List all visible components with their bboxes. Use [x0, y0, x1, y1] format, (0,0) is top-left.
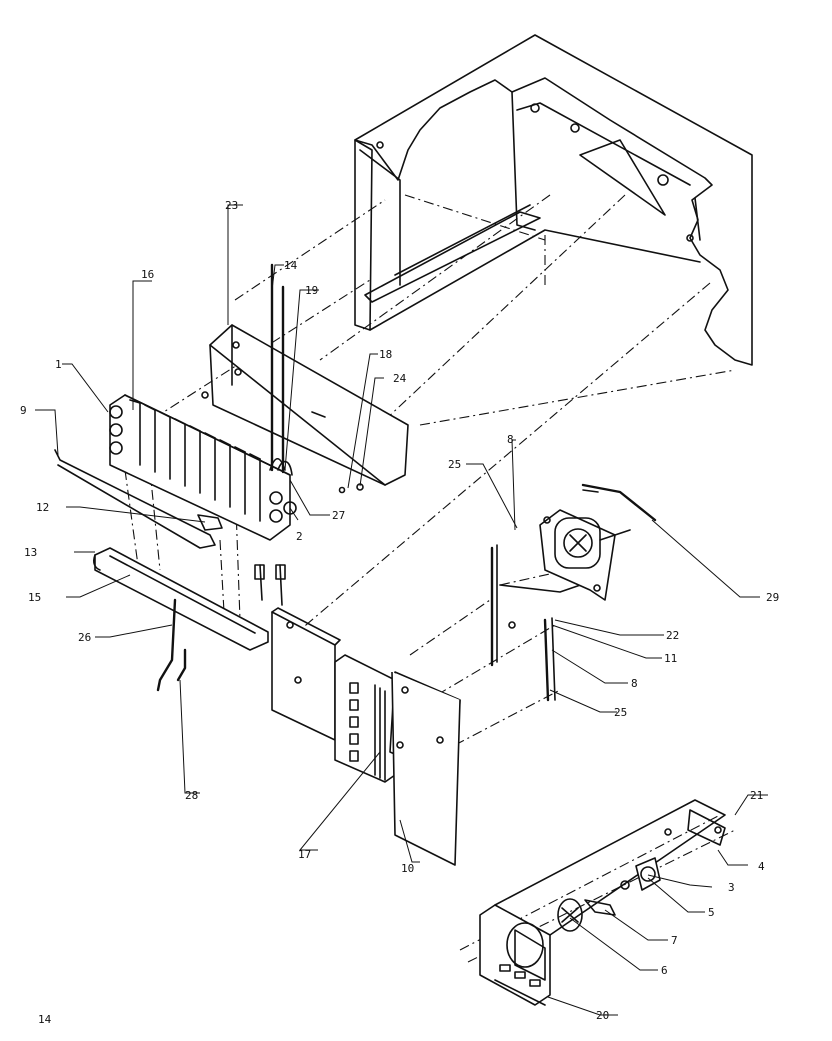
callout-16: 16: [141, 268, 154, 281]
air-duct: [334, 654, 396, 783]
callout-20: 20: [596, 1009, 609, 1022]
callout-1: 1: [55, 358, 62, 371]
callout-13: 13: [24, 546, 37, 559]
evaporator-coil: [109, 394, 297, 541]
callout-21: 21: [750, 789, 763, 802]
page-number: 14: [38, 1013, 52, 1026]
mounting-rod: [581, 483, 657, 522]
callout-10: 10: [401, 862, 414, 875]
callout-5: 5: [708, 906, 715, 919]
rear-duct-panel: [271, 607, 341, 741]
evaporator-cover-panel: [201, 324, 409, 494]
leader-lines: [35, 204, 768, 1016]
callout-7: 7: [671, 934, 678, 947]
callout-22: 22: [666, 629, 679, 642]
callout-17: 17: [298, 848, 311, 861]
callout-29: 29: [766, 591, 779, 604]
callout-numbers: 1 2 3 4 5 6 7 8 8 9 10 11 12 13 14 15 16…: [20, 199, 779, 1022]
callout-24: 24: [393, 372, 407, 385]
callout-6: 6: [661, 964, 668, 977]
thermostat-wires: [254, 263, 286, 606]
callout-12: 12: [36, 501, 49, 514]
evaporator-fan-assembly: [539, 509, 631, 601]
callout-2: 2: [296, 530, 303, 543]
callout-25-upper: 25: [448, 458, 461, 471]
callout-18: 18: [379, 348, 392, 361]
freezer-cabinet: [354, 34, 753, 366]
callout-14: 14: [284, 259, 298, 272]
fan-shroud-panel: [389, 671, 461, 866]
callout-9: 9: [20, 404, 27, 417]
callout-8-lower: 8: [631, 677, 638, 690]
callout-19: 19: [305, 284, 318, 297]
callout-26: 26: [78, 631, 91, 644]
callout-23: 23: [225, 199, 238, 212]
callout-27: 27: [332, 509, 345, 522]
callout-3: 3: [728, 881, 735, 894]
callout-28: 28: [185, 789, 198, 802]
defrost-heater: [54, 449, 223, 549]
callout-8-upper: 8: [507, 433, 514, 446]
callout-15: 15: [28, 591, 41, 604]
callout-4: 4: [758, 860, 765, 873]
drain-trough: [93, 547, 269, 651]
drain-tube: [156, 598, 187, 692]
condenser-fan-assembly: [479, 799, 726, 1006]
callout-11: 11: [664, 652, 677, 665]
callout-25-lower: 25: [614, 706, 627, 719]
